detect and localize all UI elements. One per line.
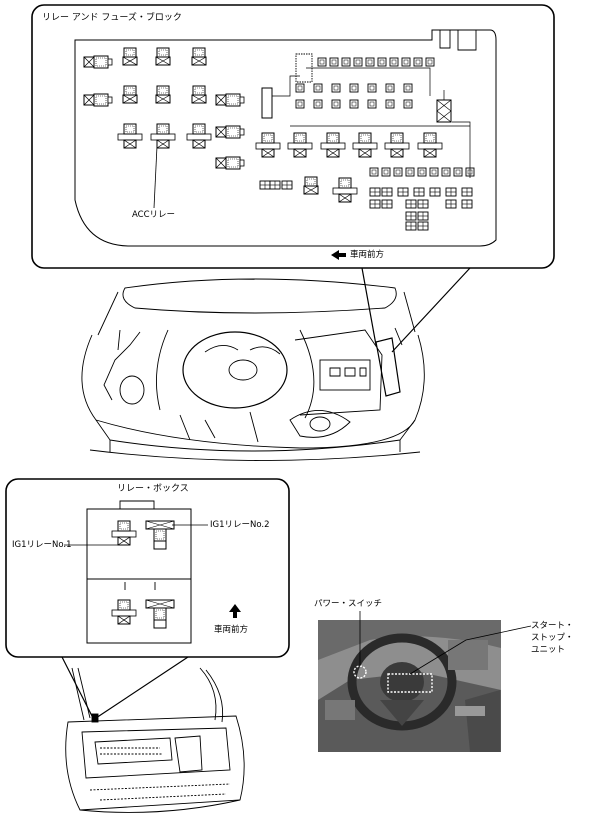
front-direction-label-top: 車両前方 (350, 250, 385, 260)
relay-fuse-block-callout (31, 4, 555, 269)
power-switch-label: パワー・スイッチ (314, 599, 383, 609)
arrow-left-icon (331, 250, 346, 260)
trunk-illustration (65, 667, 245, 813)
start-stop-label-line2: ストップ・ (531, 633, 574, 643)
relay-box-callout (5, 478, 290, 658)
arrow-up-icon (229, 604, 241, 618)
front-direction-label-bottom: 車両前方 (214, 625, 249, 635)
power-switch-marker (353, 665, 367, 679)
cabin-photo (318, 611, 532, 752)
acc-relay-label: ACCリレー (132, 210, 176, 220)
ig1-relay-no1-label: IG1リレーNo.1 (12, 540, 72, 550)
engine-bay-illustration (81, 278, 425, 461)
relay-fuse-block-title: リレー アンド フューズ・ブロック (42, 13, 182, 23)
start-stop-label-line1: スタート・ (531, 621, 574, 631)
ig1-relay-no2-label: IG1リレーNo.2 (210, 520, 270, 530)
relay-box-title: リレー・ボックス (117, 484, 189, 494)
start-stop-label-line3: ユニット (531, 645, 566, 655)
